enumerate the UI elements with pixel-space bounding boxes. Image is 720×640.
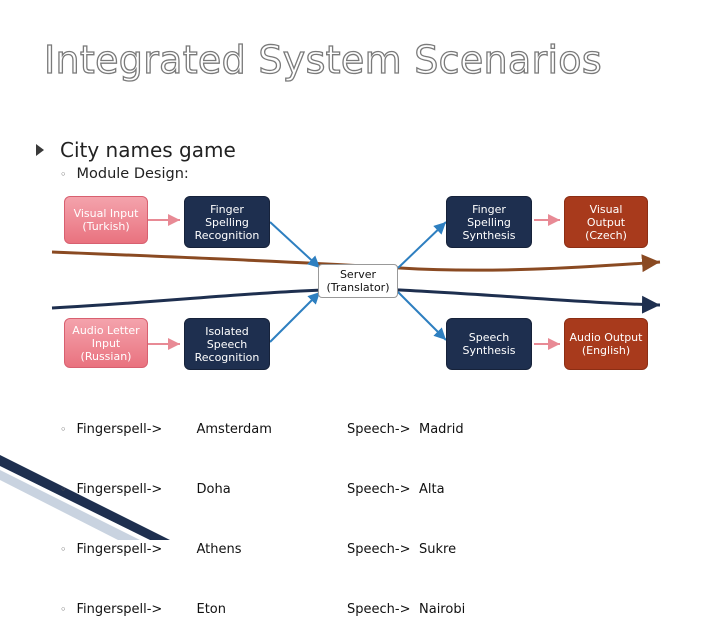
examples-speech: Speech->Madrid Speech->Alta Speech->Sukr… (347, 380, 465, 640)
box-visual-input: Visual Input (Turkish) (64, 196, 148, 244)
ring-bullet-icon: ◦ (60, 423, 67, 436)
list-item: Speech->Madrid (347, 422, 464, 437)
box-server-translator: Server (Translator) (318, 264, 398, 298)
box-audio-output: Audio Output (English) (564, 318, 648, 370)
decor-stripe-light (0, 470, 140, 540)
list-item: Speech->Nairobi (347, 602, 466, 617)
ring-bullet-icon: ◦ (60, 603, 67, 616)
box-finger-spelling-synthesis: Finger Spelling Synthesis (446, 196, 532, 248)
list-item: ◦Fingerspell->Athens (60, 540, 272, 560)
ring-bullet-icon: ◦ (60, 483, 67, 496)
list-item: ◦Fingerspell->Eton (60, 600, 272, 620)
curve-navy (51, 287, 661, 314)
list-item: ◦Fingerspell->Amsterdam (60, 420, 272, 440)
triangle-bullet-icon (36, 144, 44, 156)
box-audio-letter-input: Audio Letter Input (Russian) (64, 318, 148, 368)
bullet-sub-text: Module Design: (76, 166, 189, 182)
examples-fingerspell: ◦Fingerspell->Amsterdam ◦Fingerspell->Do… (60, 380, 272, 640)
list-item: Speech->Sukre (347, 542, 457, 557)
arrow-server-to-fssynth (397, 221, 447, 269)
bullet-module-design: ◦ Module Design: (60, 166, 189, 182)
curve-brown (51, 250, 661, 273)
arrow-server-to-speechsynth (397, 291, 447, 341)
bullet-city-names-game: City names game (36, 138, 236, 162)
box-speech-synthesis: Speech Synthesis (446, 318, 532, 370)
box-isolated-speech-recognition: Isolated Speech Recognition (184, 318, 270, 370)
decor-stripe-dark (0, 455, 170, 540)
ring-bullet-icon: ◦ (60, 167, 67, 181)
box-finger-spelling-recognition: Finger Spelling Recognition (184, 196, 270, 248)
slide-title: Integrated System Scenarios (43, 37, 602, 82)
list-item: Speech->Alta (347, 482, 445, 497)
bullet-main-text: City names game (60, 138, 236, 162)
diagram-connectors (0, 214, 661, 540)
arrow-fsrecog-to-server (269, 221, 321, 269)
arrow-speechrecog-to-server (269, 291, 321, 343)
ring-bullet-icon: ◦ (60, 543, 67, 556)
box-visual-output: Visual Output (Czech) (564, 196, 648, 248)
list-item: ◦Fingerspell->Doha (60, 480, 272, 500)
